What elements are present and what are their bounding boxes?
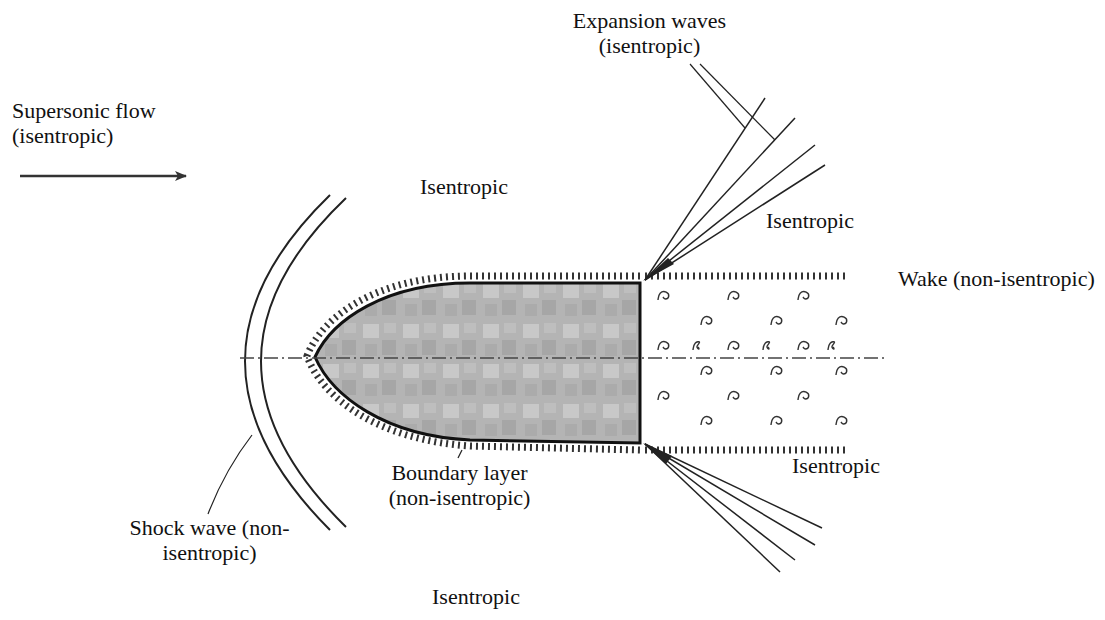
eddy	[798, 342, 809, 350]
eddy	[798, 392, 809, 400]
eddy	[701, 417, 712, 425]
eddy	[763, 342, 770, 350]
eddy	[771, 367, 782, 375]
region-label: Isentropic	[766, 208, 876, 233]
region-label: Isentropic	[792, 453, 902, 478]
wake-edge-hatching	[645, 447, 845, 454]
axis-line	[240, 357, 888, 359]
eddy	[728, 342, 739, 350]
eddy	[658, 342, 669, 350]
shock-wave-label: Shock wave (non-isentropic)	[122, 515, 297, 565]
region-label: Isentropic	[420, 174, 530, 199]
leader-line	[208, 64, 775, 514]
expansion-label: Expansion waves (isentropic)	[562, 8, 737, 58]
eddy	[658, 292, 669, 300]
eddy	[836, 417, 847, 425]
flow-label: Supersonic flow (isentropic)	[12, 98, 192, 148]
eddy	[771, 417, 782, 425]
eddy	[701, 317, 712, 325]
wake-eddies	[658, 292, 847, 425]
eddy	[728, 292, 739, 300]
eddy	[836, 367, 847, 375]
eddy	[693, 342, 700, 350]
region-label: Isentropic	[432, 584, 542, 609]
eddy	[701, 367, 712, 375]
flow-arrow	[20, 175, 186, 178]
wake-label: Wake (non-isentropic)	[898, 266, 1098, 291]
fan-apex	[643, 258, 674, 281]
projectile-body	[315, 283, 640, 443]
eddy	[771, 317, 782, 325]
boundary-layer-label: Boundary layer (non-isentropic)	[372, 460, 547, 510]
fan-apex	[643, 443, 672, 464]
eddy	[836, 317, 847, 325]
eddy	[798, 292, 809, 300]
eddy	[728, 392, 739, 400]
wake-edge-hatching	[645, 273, 845, 280]
expansion-fan	[645, 98, 825, 280]
eddy	[658, 392, 669, 400]
eddy	[828, 342, 835, 350]
boundary-layer-hatching	[307, 276, 640, 450]
